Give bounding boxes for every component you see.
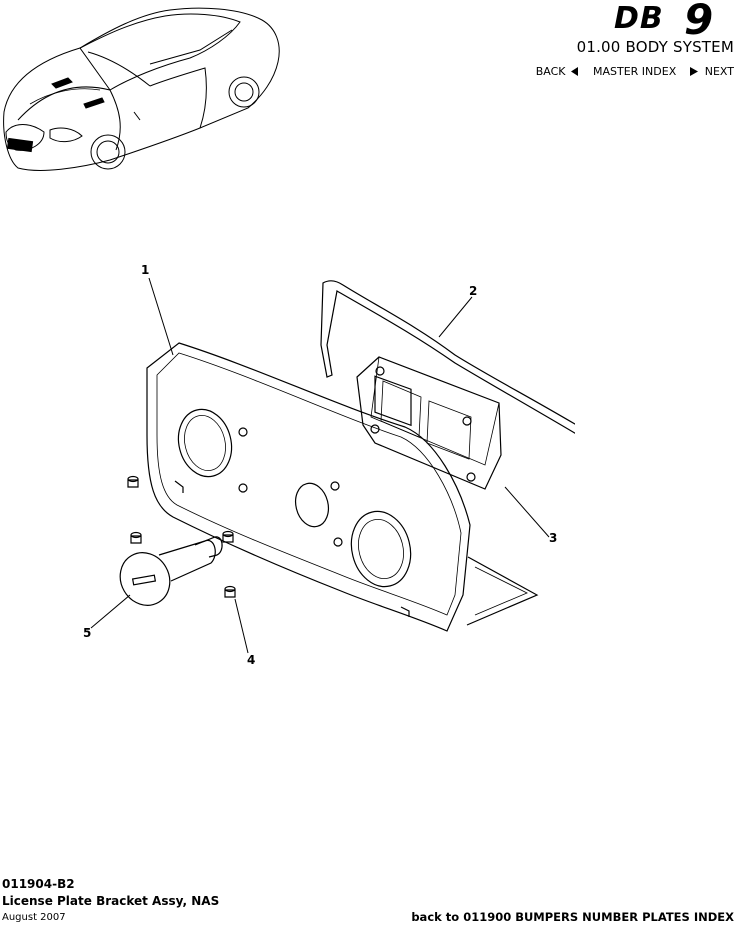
svg-text:9: 9 xyxy=(684,0,713,36)
svg-text:DB: DB xyxy=(614,1,664,36)
part-2-seal xyxy=(320,280,575,434)
part-5-plug xyxy=(119,536,223,606)
back-label: BACK xyxy=(535,65,566,78)
master-index-link[interactable]: MASTER INDEX xyxy=(593,65,677,78)
publication-date: August 2007 xyxy=(2,912,66,923)
back-to-index-link[interactable]: back to 011900 BUMPERS NUMBER PLATES IND… xyxy=(411,910,734,924)
callout-3: 3 xyxy=(549,531,558,545)
system-title: 01.00 BODY SYSTEM xyxy=(576,38,734,56)
part-3-spacer xyxy=(356,356,502,490)
part-4-screws xyxy=(127,475,236,598)
callout-5: 5 xyxy=(83,626,92,640)
db9-logo: DB 9 xyxy=(614,0,713,36)
nav-bar: BACK MASTER INDEX NEXT xyxy=(536,65,734,78)
next-link[interactable]: NEXT xyxy=(690,65,734,78)
arrow-right-icon xyxy=(690,67,699,76)
callout-1: 1 xyxy=(141,263,150,277)
assembly-title: License Plate Bracket Assy, NAS xyxy=(2,894,220,908)
next-label: NEXT xyxy=(704,65,734,78)
back-link[interactable]: BACK xyxy=(536,65,579,78)
part-1-bracket xyxy=(146,342,539,632)
part-code: 011904-B2 xyxy=(2,877,75,891)
car-illustration xyxy=(3,7,280,171)
arrow-left-icon xyxy=(571,67,578,76)
parts-diagram xyxy=(90,277,575,654)
callout-4: 4 xyxy=(247,653,256,667)
callout-2: 2 xyxy=(469,284,478,298)
